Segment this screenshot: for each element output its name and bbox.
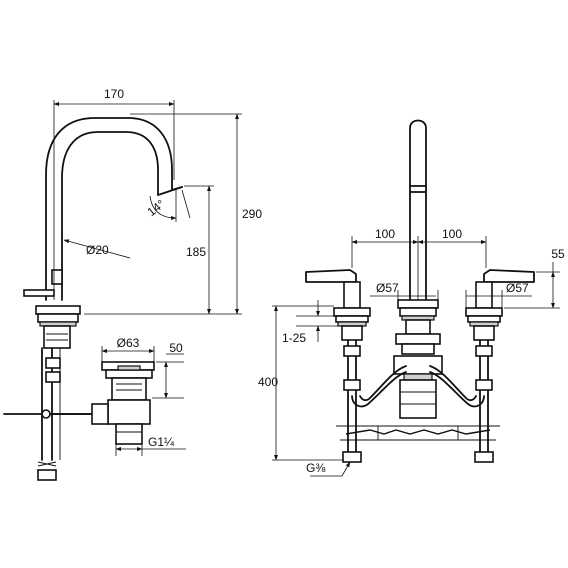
- dim-conn-thread-label: G⅜: [306, 461, 326, 475]
- waste-assembly: [51, 361, 155, 445]
- front-spout: [409, 119, 427, 301]
- front-bases: [333, 299, 503, 341]
- dim-waste-height-label: 50: [169, 341, 183, 355]
- dim-conn-thread: G⅜: [306, 461, 351, 477]
- dim-handle-height-label: 55: [551, 247, 565, 261]
- dim-width-label: 170: [104, 87, 124, 101]
- dim-tube-dia-label: Ø20: [86, 243, 109, 257]
- dim-waste-thread-label: G1¼: [148, 435, 175, 449]
- dim-height-total: 290: [84, 113, 262, 315]
- dim-total-height: 400: [258, 305, 344, 461]
- dim-spacing-right: 100: [417, 227, 487, 268]
- dim-base-dia-left-label: Ø57: [376, 281, 399, 295]
- dim-base-dia-left: Ø57: [370, 281, 439, 300]
- side-shank: [3, 347, 91, 481]
- dim-height-total-label: 290: [242, 207, 262, 221]
- dim-angle: 14°: [145, 189, 191, 222]
- front-handle-left: [305, 269, 361, 309]
- front-center-body: [393, 333, 443, 419]
- front-rail: [336, 425, 500, 441]
- side-lever: [23, 269, 63, 297]
- dim-spacing-right-label: 100: [442, 227, 462, 241]
- side-base: [35, 305, 81, 349]
- dim-base-dia-right-label: Ø57: [506, 281, 529, 295]
- dim-height-spout: 185: [184, 185, 214, 315]
- front-hoses: [351, 365, 485, 408]
- dim-waste-dia: Ø63: [101, 336, 155, 362]
- dim-spacing-left: 100: [351, 227, 419, 300]
- dim-waste-height: 50: [152, 341, 184, 399]
- dim-tube-dia: Ø20: [63, 239, 131, 259]
- dim-spacing-left-label: 100: [375, 227, 395, 241]
- dim-total-height-label: 400: [258, 375, 278, 389]
- dim-waste-dia-label: Ø63: [117, 336, 140, 350]
- front-shanks: [342, 339, 494, 463]
- dim-height-spout-label: 185: [186, 245, 206, 259]
- dim-handle-height: 55: [504, 247, 565, 309]
- front-view: 100 100 55 Ø57 Ø57: [258, 119, 565, 477]
- spout-tube: [45, 117, 183, 301]
- dim-deck-range-label: 1-25: [282, 331, 306, 345]
- dim-deck-range: 1-25: [282, 300, 338, 345]
- dim-width: 170: [53, 87, 175, 300]
- dim-waste-thread: G1¼: [115, 435, 186, 456]
- side-view: 170 290 185 14° Ø20 Ø63: [3, 87, 262, 481]
- dim-base-dia-right: Ø57: [465, 281, 532, 308]
